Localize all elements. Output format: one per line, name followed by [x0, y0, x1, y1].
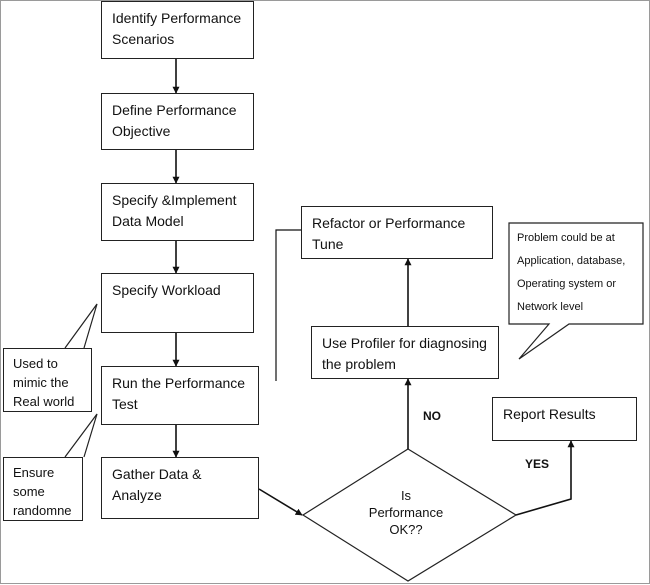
decision-line-3: OK?? — [389, 522, 423, 537]
step-report-results: Report Results — [492, 397, 637, 441]
step-specify-line-1: Specify &Implement — [112, 192, 237, 208]
note-random-line-1: Ensure — [13, 465, 55, 480]
step-define-objective: Define Performance Objective — [101, 93, 254, 150]
step-run-line-1: Run the Performance — [112, 375, 246, 391]
note-problem-location: Problem could be at Application, databas… — [509, 227, 650, 319]
step-specify-line-2: Data Model — [112, 213, 184, 229]
decision-line-1: Is — [400, 488, 412, 503]
step-refactor-tune: Refactor or Performance Tune — [301, 206, 493, 259]
decision-line-2: Performance — [368, 505, 444, 520]
step-identify-scenarios: Identify Performance Scenarios — [101, 1, 254, 59]
step-refactor-line-1: Refactor or Performance — [312, 215, 466, 231]
note-random-line-2: some — [13, 484, 45, 499]
note-mimic-line-3: Real world — [13, 394, 75, 409]
arrow-decision-to-report — [515, 440, 575, 516]
step-identify-line-1: Identify Performance — [112, 10, 242, 26]
decision-label: Is Performance OK?? — [341, 487, 471, 538]
step-run-test: Run the Performance Test — [101, 366, 259, 425]
step-define-line-1: Define Performance — [112, 102, 237, 118]
step-refactor-line-2: Tune — [312, 236, 344, 252]
step-gather-line-1: Gather Data & — [112, 466, 202, 482]
note-random-line-3: randomne — [13, 503, 72, 518]
problem-callout-bubble — [508, 222, 644, 360]
step-identify-line-2: Scenarios — [112, 31, 175, 47]
note-mimic-real-world: Used to mimic the Real world — [3, 348, 92, 412]
note-problem-line-4: Network level — [517, 301, 584, 313]
step-gather-line-2: Analyze — [112, 487, 162, 503]
step-profiler-line-1: Use Profiler for diagnosing — [322, 335, 487, 351]
note-mimic-line-2: mimic the — [13, 375, 69, 390]
step-report-line-1: Report Results — [503, 406, 596, 422]
note-mimic-line-1: Used to — [13, 356, 58, 371]
step-workload-line-1: Specify Workload — [112, 282, 221, 298]
decision-diamond — [301, 448, 518, 582]
step-profiler-line-2: the problem — [322, 356, 396, 372]
step-define-line-2: Objective — [112, 123, 171, 139]
arrow-gather-to-decision — [258, 488, 303, 516]
step-run-line-2: Test — [112, 396, 138, 412]
callout-pointer-mimic — [64, 303, 98, 349]
callout-pointer-random — [64, 413, 98, 458]
line-refactor-loop-back — [275, 229, 301, 381]
step-specify-data-model: Specify &Implement Data Model — [101, 183, 254, 241]
step-use-profiler: Use Profiler for diagnosing the problem — [311, 326, 499, 379]
edge-label-yes: YES — [525, 457, 550, 471]
edge-label-no: NO — [423, 409, 441, 423]
note-problem-line-1: Problem could be at — [517, 232, 615, 244]
note-ensure-randomness: Ensure some randomne — [3, 457, 83, 521]
step-specify-workload: Specify Workload — [101, 273, 254, 333]
note-problem-line-2: Application, database, — [517, 255, 626, 267]
step-gather-analyze: Gather Data & Analyze — [101, 457, 259, 519]
note-problem-line-3: Operating system or — [517, 278, 617, 290]
